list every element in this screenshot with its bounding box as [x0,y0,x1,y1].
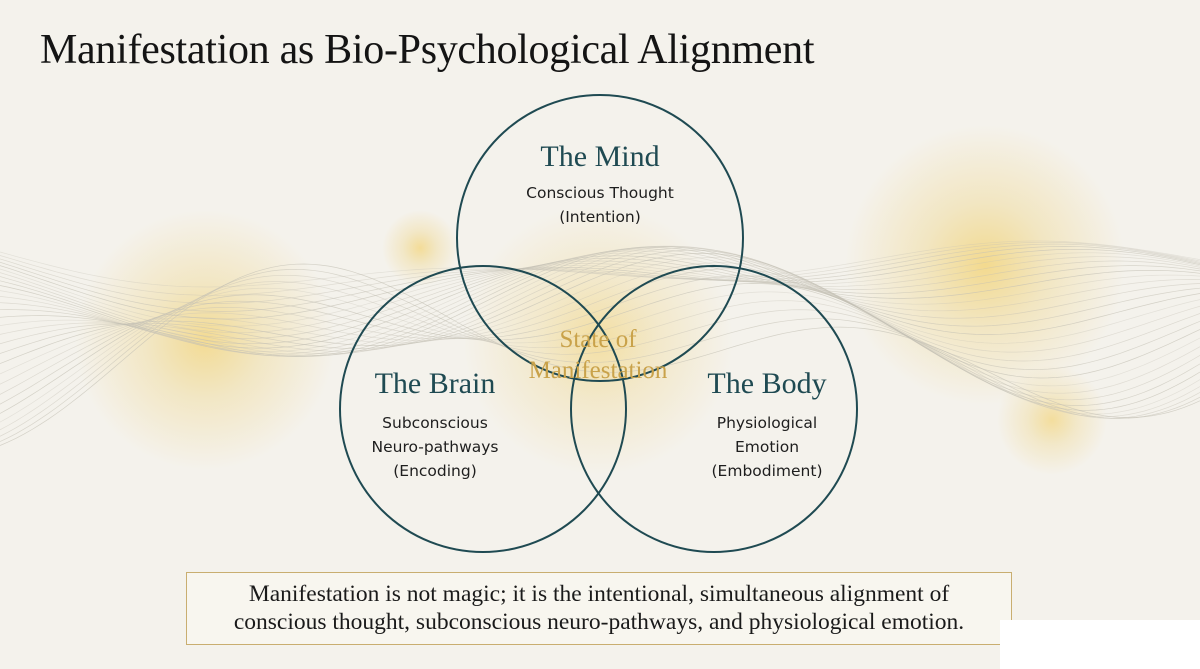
wave-line [0,274,1200,437]
brain-title: The Brain [374,367,496,400]
glow-spot-4 [997,365,1107,475]
wave-line [0,245,1200,356]
glow-spot-5 [382,210,458,286]
brain-line-1: Subconscious [382,414,488,432]
wave-line [0,240,1200,288]
mind-circle [456,94,744,382]
wave-line [0,252,1200,327]
wave-line [0,246,1200,357]
body-description: Physiological Emotion (Embodiment) [712,411,823,483]
wave-line [0,246,1200,312]
center-line-2: Manifestation [528,357,668,384]
wave-line [0,268,1200,442]
brain-circle [339,265,627,553]
wave-line [0,283,1200,414]
wave-line [0,258,1200,345]
wave-line [0,268,1200,401]
corner-patch [1000,620,1200,669]
wave-line [0,246,1200,355]
mind-description: Conscious Thought (Intention) [526,181,674,229]
wave-line [0,248,1200,320]
caption-line-2: conscious thought, subconscious neuro-pa… [233,609,965,635]
wave-line [0,263,1200,446]
brain-line-3: (Encoding) [393,462,477,480]
caption-text: Manifestation is not magic; it is the in… [187,580,1011,636]
wave-line [0,255,1200,349]
brain-line-2: Neuro-pathways [371,438,499,456]
page-title: Manifestation as Bio-Psychological Align… [40,27,815,73]
center-label: State of Manifestation [529,324,668,386]
body-line-3: (Embodiment) [711,462,823,480]
brain-description: Subconscious Neuro-pathways (Encoding) [371,411,498,483]
glow-spot-3 [463,205,733,475]
center-line-1: State of [559,326,637,353]
caption-box: Manifestation is not magic; it is the in… [186,572,1012,645]
wave-line [0,252,1200,379]
glow-spot-1 [845,125,1125,405]
glow-spots [75,125,1125,475]
wave-line [0,241,1200,296]
wave-line [0,249,1200,370]
body-line-2: Emotion [734,438,800,456]
mind-title: The Mind [540,140,660,173]
wave-line [0,275,1200,406]
mind-line-2: (Intention) [559,208,641,226]
wave-line [0,257,1200,387]
mind-line-1: Conscious Thought [526,184,674,202]
body-title: The Body [707,367,827,400]
wave-lines [0,240,1200,446]
wave-line [0,247,1200,357]
body-line-1: Physiological [716,414,818,432]
wave-line [0,247,1200,362]
wave-line [0,243,1200,304]
wave-line [0,262,1200,394]
caption-line-1: Manifestation is not magic; it is the in… [248,581,950,607]
body-circle [570,265,858,553]
wave-line [0,260,1200,339]
